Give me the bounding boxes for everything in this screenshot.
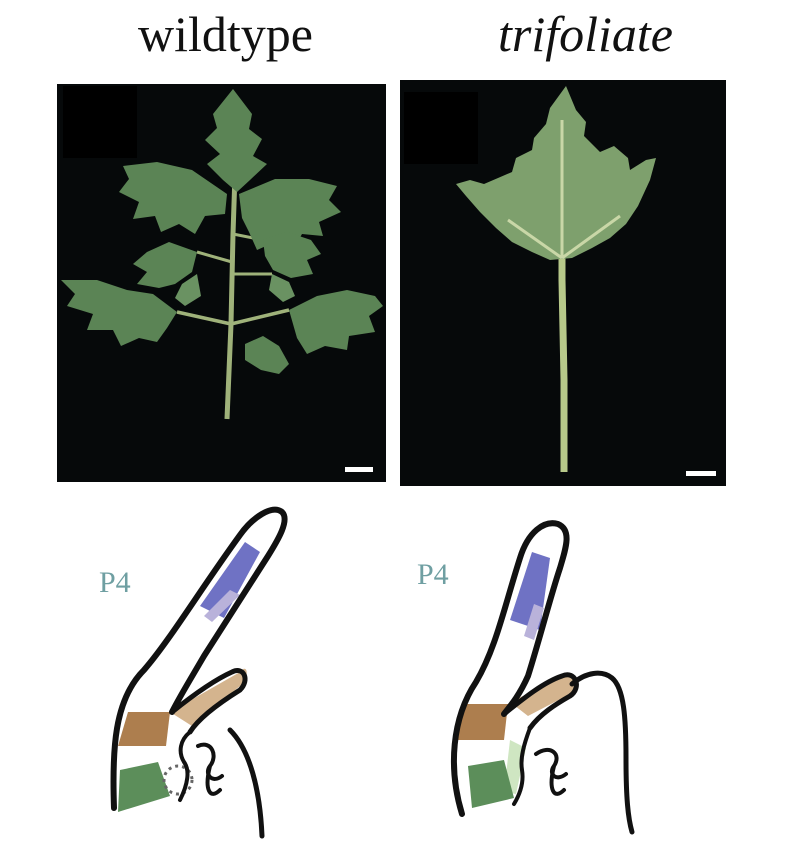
wildtype-title: wildtype — [138, 6, 313, 62]
trifoliate-title: trifoliate — [498, 6, 673, 62]
trifoliate-p4-label: P4 — [417, 558, 449, 591]
trifoliate-shoot-diagram — [440, 508, 660, 848]
wildtype-shoot-diagram — [100, 500, 300, 850]
trifoliate-leaf-photo — [400, 80, 726, 486]
wildtype-leaf-photo — [57, 84, 386, 482]
wildtype-p4-label: P4 — [99, 566, 131, 599]
